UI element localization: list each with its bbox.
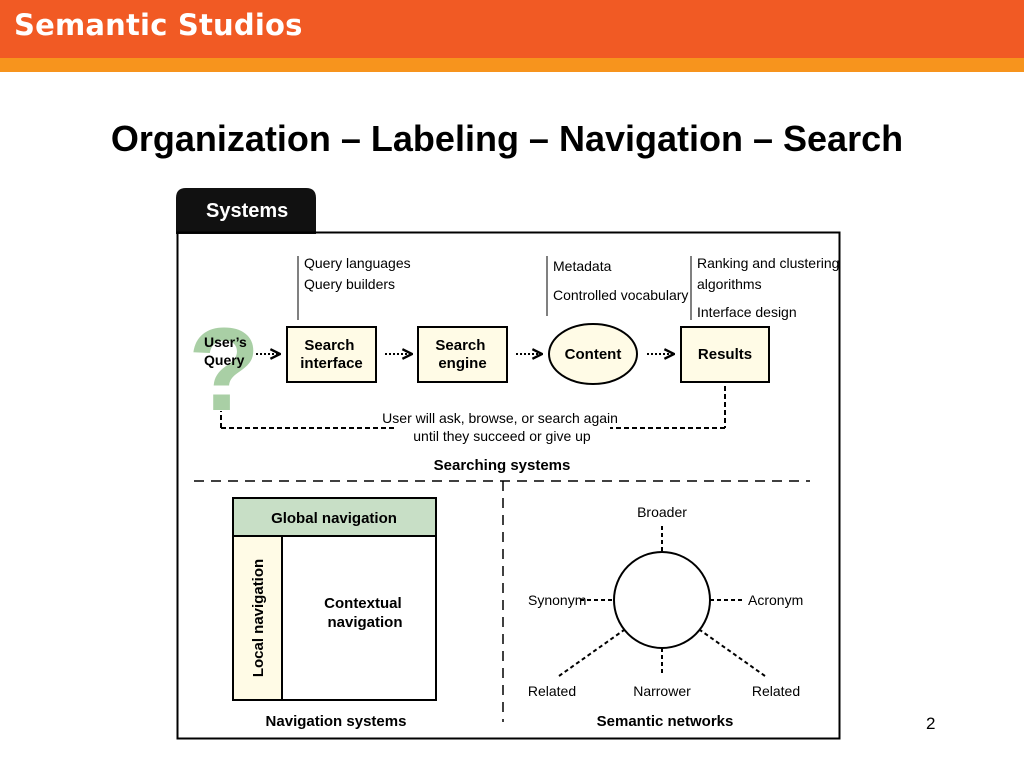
notes-interface: Query languages Query builders — [304, 255, 415, 292]
header-bar — [0, 0, 1024, 58]
diagram-frame — [176, 231, 841, 740]
page-number: 2 — [926, 714, 936, 733]
content-ellipse — [548, 323, 638, 385]
searching-systems-caption: Searching systems — [434, 457, 571, 474]
contextual-navigation-label: Contextual navigation — [324, 595, 406, 631]
semantic-networks-caption: Semantic networks — [597, 713, 734, 730]
systems-tab — [176, 188, 316, 234]
search-interface-label: Search interface — [300, 337, 363, 372]
notes-results: Ranking and clustering algorithms Interf… — [697, 255, 842, 320]
search-interface-box — [286, 326, 377, 383]
results-box — [680, 326, 770, 383]
loop-note: User will ask, browse, or search again u… — [382, 410, 622, 444]
related-left-label: Related — [528, 683, 576, 699]
navigation-systems-caption: Navigation systems — [266, 713, 407, 730]
local-navigation-label: Local navigation — [250, 559, 267, 677]
narrower-label: Narrower — [633, 683, 691, 699]
systems-tab-label: Systems — [206, 200, 288, 222]
results-label: Results — [698, 346, 752, 363]
brand-title: Semantic Studios — [14, 8, 303, 42]
acronym-label: Acronym — [748, 592, 803, 608]
notes-content: Metadata Controlled vocabulary — [553, 258, 688, 303]
related-right-label: Related — [752, 683, 800, 699]
systems-diagram: Systems ? User’s Query Query languages Q… — [176, 188, 842, 740]
link-related-left — [558, 629, 625, 677]
link-related-right — [699, 629, 766, 677]
global-navigation-label: Global navigation — [271, 510, 397, 527]
semantic-links — [558, 526, 766, 677]
broader-label: Broader — [637, 504, 687, 520]
synonym-label: Synonym — [528, 592, 586, 608]
semantic-center-node — [613, 551, 711, 649]
slide-title: Organization – Labeling – Navigation – S… — [110, 118, 904, 159]
search-engine-box — [417, 326, 508, 383]
question-mark-icon: ? — [188, 304, 260, 436]
header-stripe — [0, 58, 1024, 72]
content-label: Content — [565, 346, 622, 363]
feedback-loop — [220, 386, 726, 429]
global-navigation-bar — [232, 497, 437, 537]
users-query-label: User’s Query — [204, 334, 251, 368]
local-navigation-bar — [232, 535, 283, 701]
search-engine-label: Search engine — [435, 337, 489, 372]
